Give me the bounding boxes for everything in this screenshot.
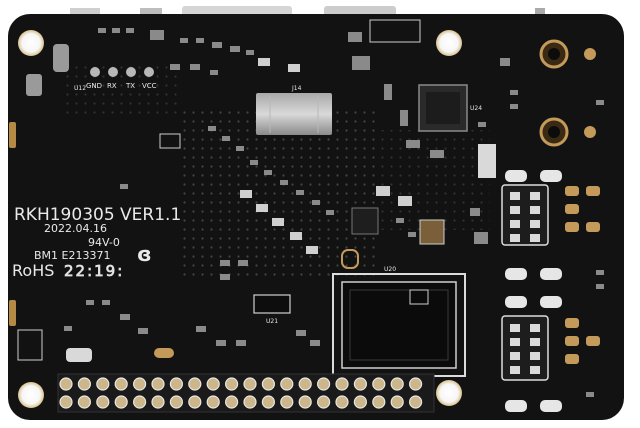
logo-mark: ɞ <box>137 242 152 266</box>
metal-shield <box>256 93 332 135</box>
label-u24: U24 <box>470 105 482 112</box>
header-pin <box>372 377 386 391</box>
small-ic <box>253 294 291 314</box>
label-j14: J14 <box>291 85 302 92</box>
label-vcc: VCC <box>142 82 157 90</box>
header-pin <box>77 395 92 409</box>
header-pin <box>133 395 147 409</box>
label-u12: U12 <box>74 85 86 92</box>
header-pin <box>59 395 73 409</box>
header-pin <box>151 395 165 409</box>
via-field <box>180 110 380 280</box>
oval-footprint <box>341 249 359 269</box>
header-pin <box>59 377 73 391</box>
uart-pads <box>26 44 154 96</box>
power-jack-pads <box>539 39 596 147</box>
time-text: 22:19: <box>64 262 124 280</box>
header-pin <box>280 395 294 409</box>
ul-mark-text: 94V-0 <box>88 236 120 249</box>
header-pin <box>298 377 312 391</box>
header-pin <box>409 395 423 409</box>
bm-text: BM1 E213371 <box>34 249 110 262</box>
header-pin <box>372 395 386 409</box>
mounting-holes <box>18 30 462 408</box>
board-model-text: RKH190305 VER1.1 <box>14 205 181 225</box>
board-date-text: 2022.04.16 <box>44 222 107 235</box>
header-pin <box>225 377 239 391</box>
header-pin <box>353 395 367 409</box>
right-edge-pads <box>565 186 600 364</box>
header-pin <box>317 395 331 409</box>
header-pin <box>114 377 128 391</box>
header-pin <box>225 395 239 409</box>
header-pin <box>409 377 423 391</box>
header-pin <box>96 377 110 391</box>
header-pin <box>261 395 275 409</box>
header-pin <box>353 377 367 391</box>
header-pin <box>243 377 257 391</box>
header-pin <box>390 395 404 409</box>
header-pin <box>188 395 202 409</box>
label-u21: U21 <box>266 318 278 325</box>
label-tx: TX <box>125 82 135 90</box>
header-pin <box>243 395 257 409</box>
header-pin <box>335 377 349 391</box>
header-pin <box>96 395 110 409</box>
soc-outline <box>332 273 466 377</box>
header-pin <box>151 377 165 391</box>
header-pin <box>390 377 404 391</box>
label-rx: RX <box>107 82 117 90</box>
header-pin <box>335 395 349 409</box>
header-pin <box>280 377 294 391</box>
label-u20: U20 <box>384 266 396 273</box>
header-pin <box>77 377 92 391</box>
header-pin <box>169 377 183 391</box>
edge-pads <box>9 122 16 326</box>
header-pin <box>317 377 331 391</box>
gpio-header <box>57 373 435 413</box>
header-pin <box>298 395 312 409</box>
header-pin <box>133 377 147 391</box>
header-pin <box>188 377 202 391</box>
header-pin <box>169 395 183 409</box>
header-pin <box>261 377 275 391</box>
rohs-text: RoHS <box>12 261 54 280</box>
label-gnd: GND <box>86 82 102 90</box>
header-pin <box>206 395 220 409</box>
silkscreen-outlines <box>17 19 429 361</box>
smd-components <box>64 28 604 397</box>
header-pin <box>206 377 220 391</box>
header-pin <box>114 395 128 409</box>
